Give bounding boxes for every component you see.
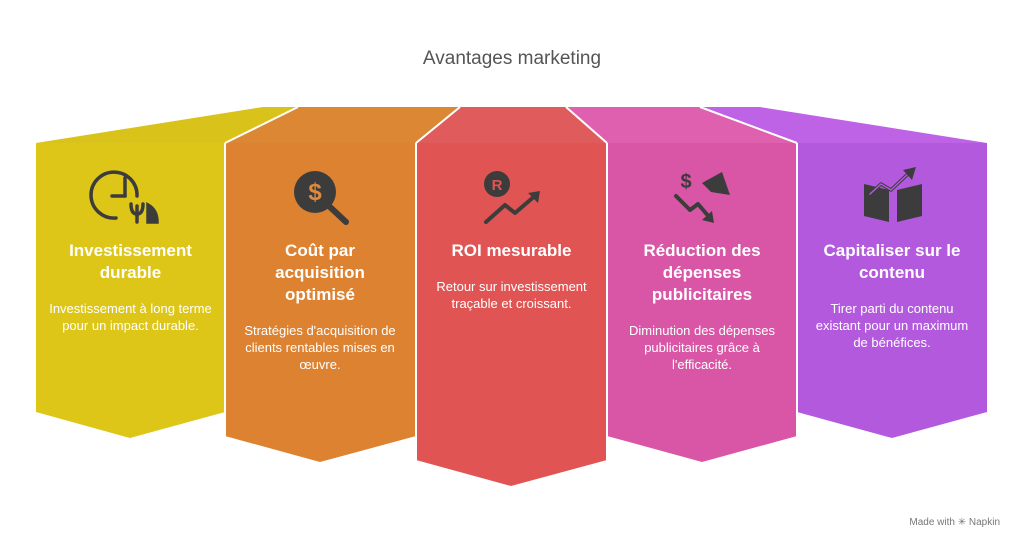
card-title: Coût par acquisition optimisé xyxy=(275,241,365,304)
card-capitaliser-contenu: Capitaliser sur le contenu Tirer parti d… xyxy=(812,240,972,351)
svg-text:R: R xyxy=(492,177,503,194)
card-title: ROI mesurable xyxy=(451,241,572,260)
flap-red xyxy=(416,107,607,143)
card-description: Retour sur investissement traçable et cr… xyxy=(436,279,587,311)
svg-text:$: $ xyxy=(308,179,322,206)
card-title: Investissement durable xyxy=(69,241,192,282)
panel-red xyxy=(416,143,607,486)
clock-with-plant-icon xyxy=(89,170,159,224)
flap-orange xyxy=(225,107,460,143)
flap-purple xyxy=(700,107,987,143)
dollar-megaphone-down-icon: $ xyxy=(674,171,730,223)
panel-yellow xyxy=(36,143,225,438)
card-reduction-depenses: Réduction des dépenses publicitaires Dim… xyxy=(622,240,782,373)
card-roi: ROI mesurable Retour sur investissement … xyxy=(436,240,587,312)
card-description: Diminution des dépenses publicitaires gr… xyxy=(629,323,775,372)
card-description: Investissement à long terme pour un impa… xyxy=(49,301,212,333)
svg-text:$: $ xyxy=(680,171,691,193)
panel-orange xyxy=(225,143,416,462)
card-description: Stratégies d'acquisition de clients rent… xyxy=(244,323,396,372)
card-title: Réduction des dépenses publicitaires xyxy=(643,241,761,304)
coin-growth-arrow-icon: R xyxy=(484,171,540,224)
card-cout-acquisition: Coût par acquisition optimisé Stratégies… xyxy=(240,240,400,373)
card-title: Capitaliser sur le contenu xyxy=(823,241,961,282)
panel-purple xyxy=(797,143,987,438)
panel-pink xyxy=(607,143,797,462)
napkin-watermark: Made with ✳ Napkin xyxy=(909,517,1000,528)
book-growth-icon xyxy=(864,167,922,222)
dollar-magnifier-icon: $ xyxy=(294,171,349,225)
card-description: Tirer parti du contenu existant pour un … xyxy=(815,301,969,350)
diagram-title: Avantages marketing xyxy=(422,48,602,69)
flap-pink xyxy=(566,107,797,143)
card-investissement: Investissement durable Investissement à … xyxy=(46,240,215,334)
flap-yellow xyxy=(36,107,298,143)
